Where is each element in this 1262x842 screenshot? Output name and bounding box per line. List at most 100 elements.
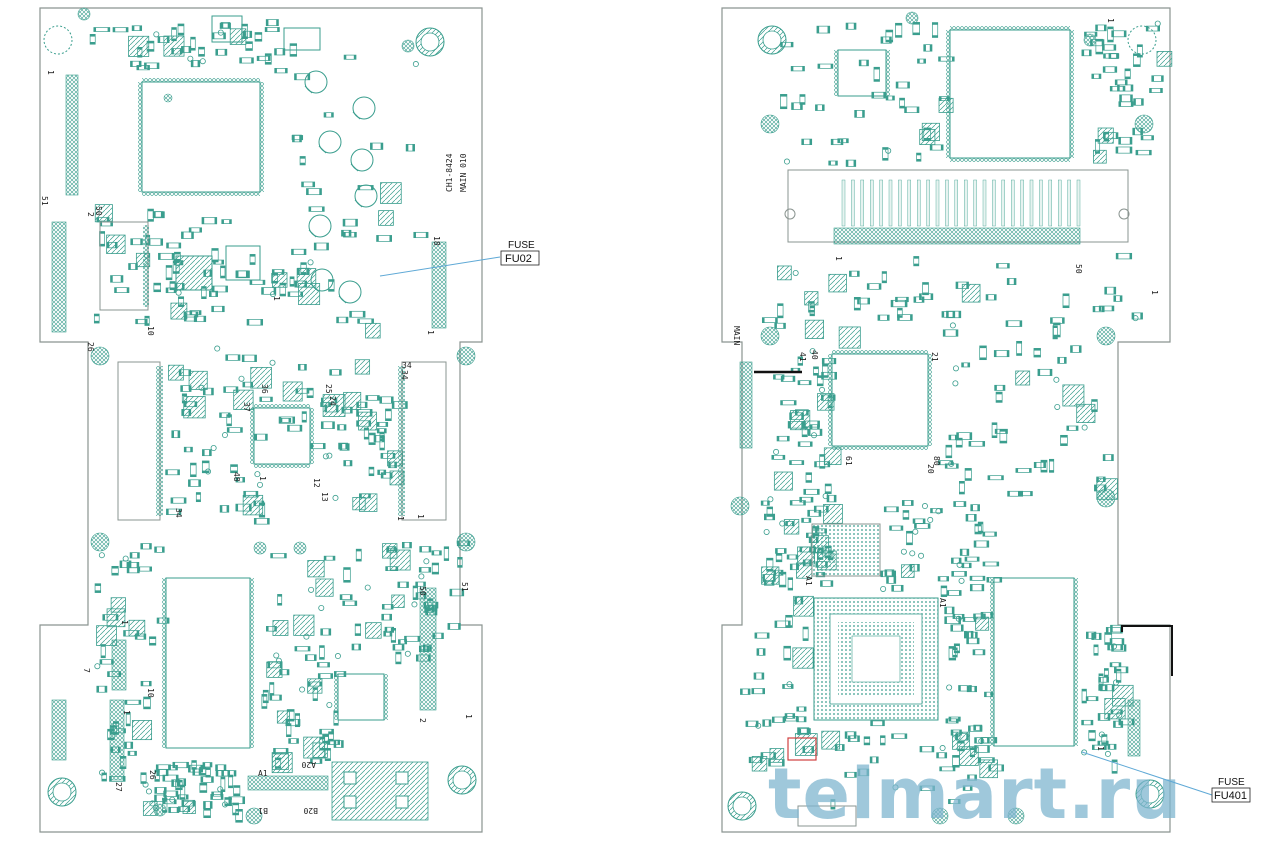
test-point [763,528,770,535]
pin-number-label: 10 [146,326,155,336]
via-pad [90,346,110,366]
test-point [1081,424,1088,431]
right-fuse-highlight [787,737,817,761]
test-point [205,468,212,475]
test-point [1104,750,1111,757]
smd-component [969,575,986,581]
test-point [411,601,418,608]
ic-package [919,128,936,145]
test-point [269,359,276,366]
pin-number-label: B20 [303,806,318,815]
smd-component [891,733,908,739]
ic-package [128,35,150,57]
left-bottom-memory [165,577,251,749]
left-fpc-connector [431,241,447,329]
left-center-socket-right [401,361,447,521]
pin-number-label: 34 [400,370,409,380]
pin-number-label: 51 [40,196,49,206]
smd-component [306,188,322,196]
right-memory-chip [993,577,1075,747]
ic-package [250,366,272,389]
test-point [308,586,315,593]
ic-package [188,370,208,390]
test-point [217,786,224,793]
test-point [364,584,371,591]
via-pad [77,7,91,21]
left-fuse-box [500,250,540,266]
pin-number-label: 48 [232,472,241,482]
ic-package [365,322,381,339]
pin-number-label: 40 [810,350,819,360]
pin-number-label: 34 [174,508,183,518]
smd-component [112,27,129,33]
smd-component [1115,146,1133,154]
pin-number-label: 13 [320,492,329,502]
via-pad [1134,114,1154,134]
right-fuse-title: FUSE [1218,777,1245,788]
smd-component [226,427,243,433]
smd-component [789,500,806,506]
test-point [221,432,228,439]
pin-number-label: 1 [416,514,425,519]
right-fuse-leader [1081,751,1213,796]
via-pad [153,803,167,817]
ic-package [979,759,998,779]
left-bottom-left-connector-b [109,699,125,781]
ic-package [182,800,196,814]
right-watermark: telmart.ru [768,753,1182,835]
pin-number-label: A1 [938,598,947,608]
ic-package [783,519,800,535]
ic-package [242,494,264,516]
test-point [169,796,176,803]
test-point [880,585,887,592]
pin-number-label: 1 [396,516,405,521]
via-pad [253,541,267,555]
test-point [299,686,306,693]
left-connector-top [65,74,79,196]
pin-number-label: 1 [464,714,473,719]
via-pad [1096,488,1116,508]
test-point [199,58,206,65]
electrolytic-capacitor [354,184,378,208]
test-point [418,573,425,580]
mounting-hole [1127,25,1157,55]
via-pad [1083,33,1097,47]
ic-package [183,396,206,419]
smd-component [973,540,990,548]
test-point [900,548,907,555]
pin-number-label: A1 [804,576,813,586]
test-point [783,158,790,165]
test-point [210,445,217,452]
via-pad [1096,326,1116,346]
test-point [423,558,430,565]
pin-number-label: 41 [798,352,807,362]
test-point [198,384,205,391]
via-pad [760,114,780,134]
ic-package [804,291,819,306]
smd-component [931,22,939,38]
test-point [939,745,946,752]
ic-package [378,210,394,226]
test-point [270,291,277,298]
left-shield-pad [331,761,429,821]
via-pad [760,326,780,346]
left-fuse-leader [379,256,501,277]
pin-number-label: 50 [94,206,103,216]
ic-package [233,389,254,410]
electrolytic-capacitor [310,268,334,292]
pin-number-label: 1 [272,296,281,301]
right-fuse-box [1211,787,1251,803]
via-pad [456,346,476,366]
smd-component [294,646,311,652]
test-point [275,657,282,664]
left-board-outline [39,7,483,833]
left-bottom-left-connector-a [111,639,127,691]
test-point [222,801,229,808]
test-point [918,552,925,559]
ic-package [296,268,317,288]
pin-number-label: 1 [120,620,129,625]
ic-package [1062,384,1085,407]
pin-number-label: 61 [844,456,853,466]
left-board: CH1-8424 MAIN 010 FUSE FU02 150512261018… [39,7,540,833]
